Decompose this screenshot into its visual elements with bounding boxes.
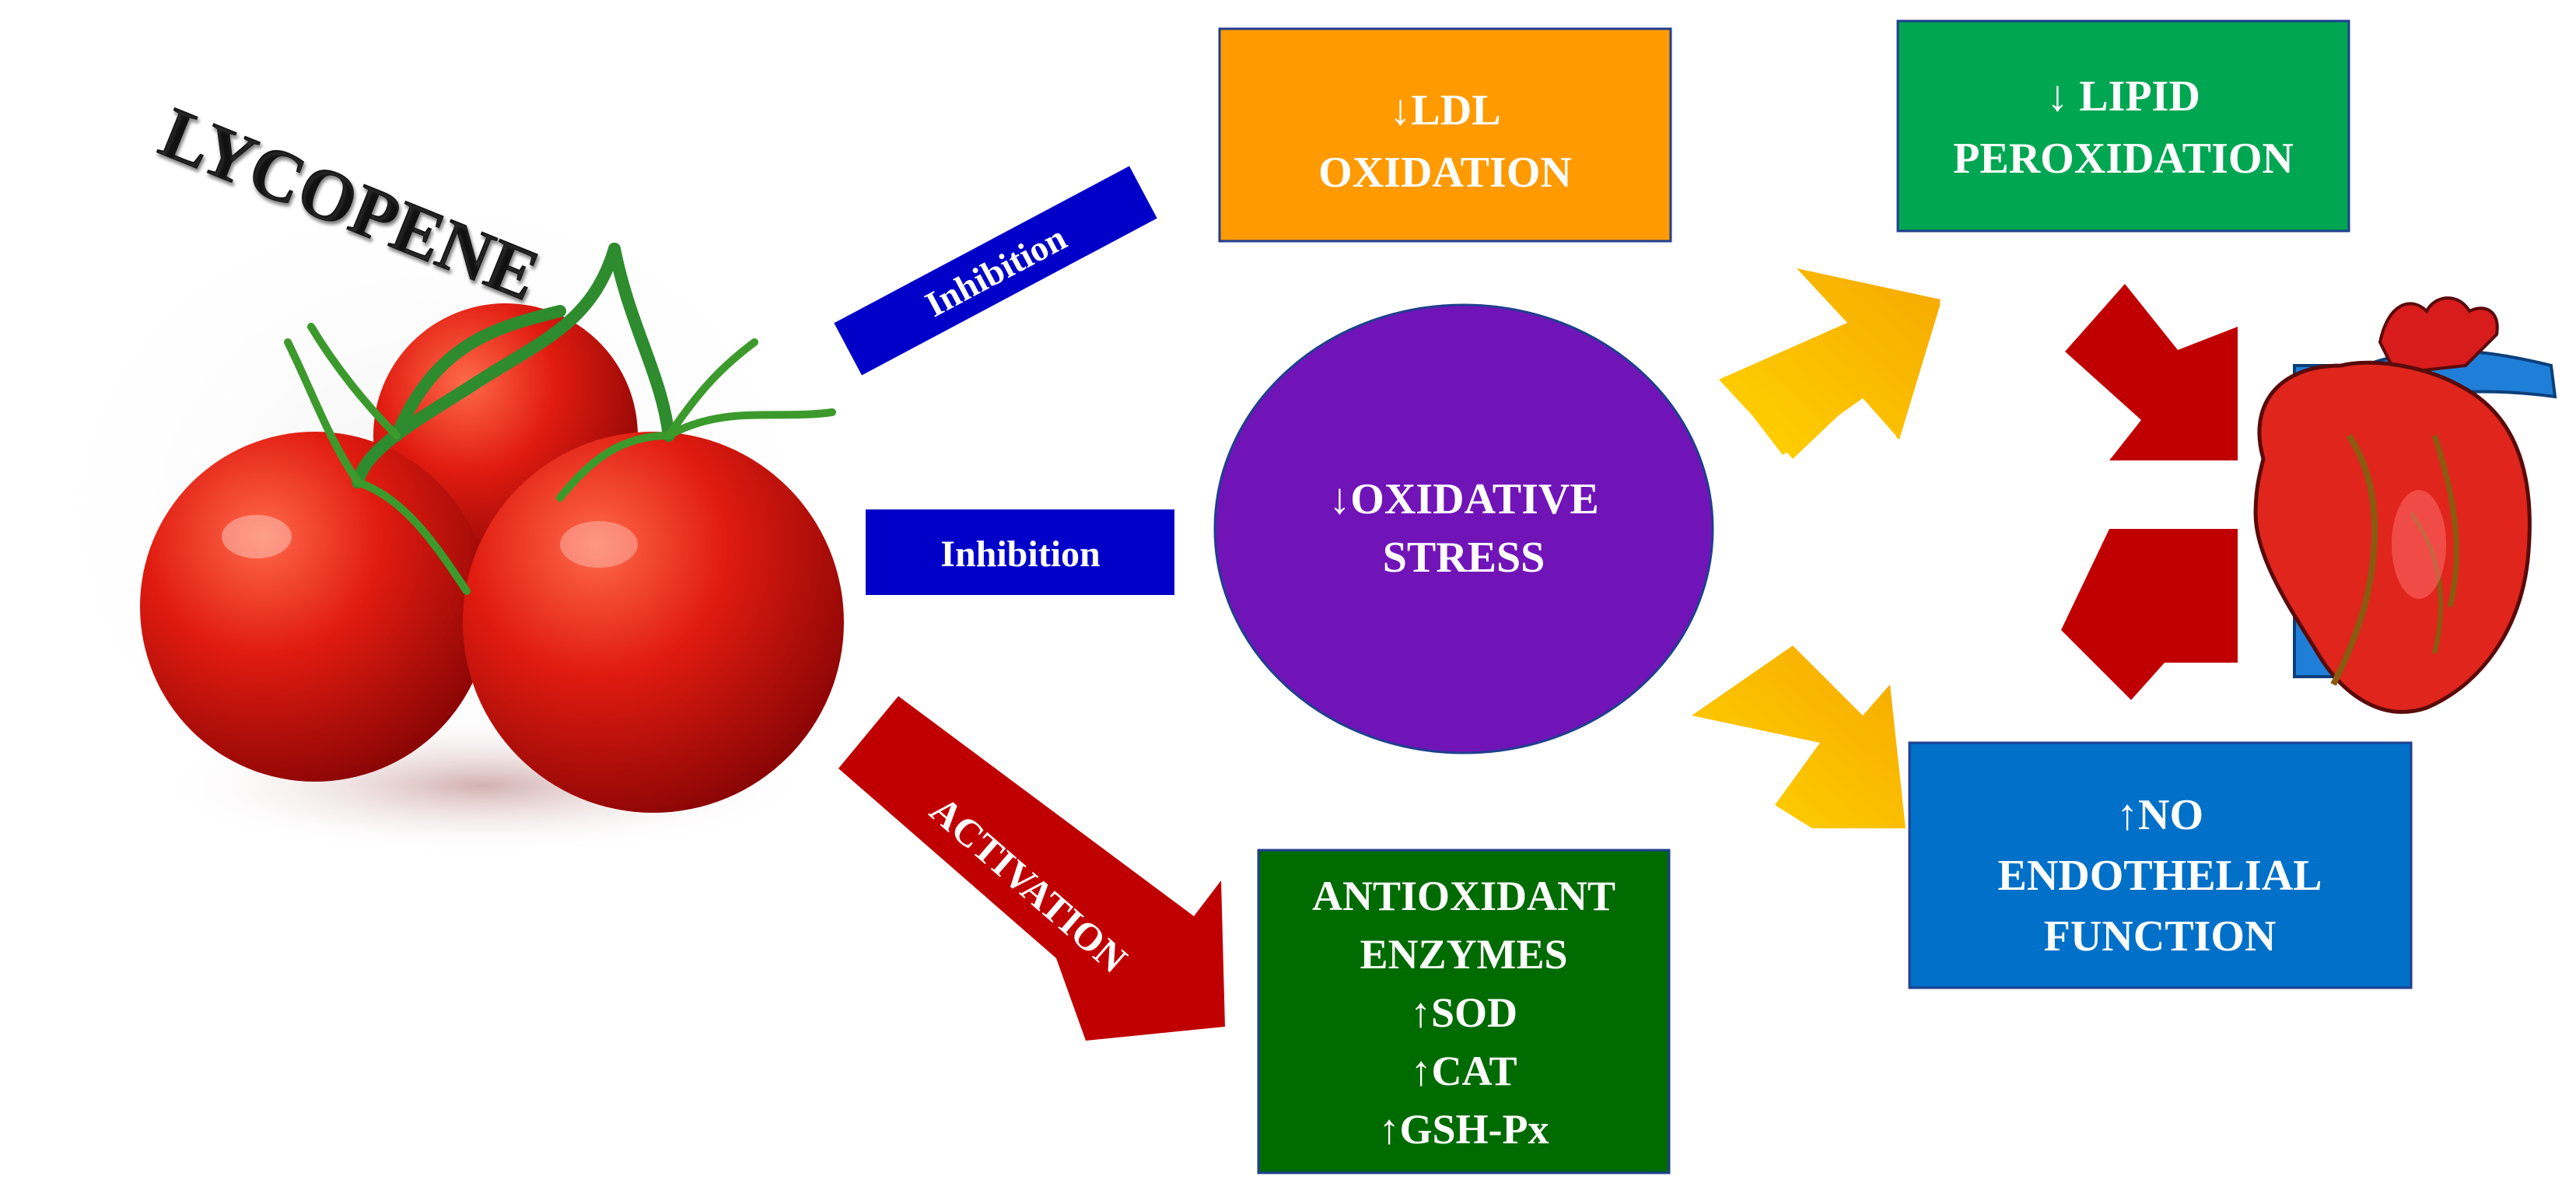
tomato-right	[463, 432, 844, 813]
yellow-arrow-down	[1692, 646, 1906, 828]
lipid-line2: PEROXIDATION	[1953, 135, 2294, 183]
enzymes-line4: ↑CAT	[1410, 1048, 1517, 1094]
stress-line1: ↓OXIDATIVE	[1328, 475, 1598, 523]
yellow-arrow-up-shape	[1719, 268, 1941, 459]
enzymes-line2: ENZYMES	[1360, 931, 1567, 978]
endothelial-line1: ↑NO	[2116, 791, 2203, 839]
lipid-line1: ↓ LIPID	[2046, 72, 2200, 121]
ldl-line1: ↓LDL	[1389, 86, 1500, 135]
inhibition-mid-arrow: Inhibition	[866, 509, 1174, 595]
tomato-image	[16, 156, 856, 871]
anatomical-heart-icon	[2253, 296, 2557, 714]
red-arrow-lower	[2061, 529, 2238, 700]
inhibition-top-arrow: Inhibition	[834, 166, 1157, 376]
antioxidant-enzymes-box: ANTIOXIDANT ENZYMES ↑SOD ↑CAT ↑GSH-Px	[1257, 849, 1671, 1174]
lipid-peroxidation-box: ↓ LIPID PEROXIDATION	[1896, 19, 2350, 233]
enzymes-line5: ↑GSH-Px	[1378, 1106, 1549, 1153]
endothelial-function-box: ↑NO ENDOTHELIAL FUNCTION	[1908, 741, 2413, 989]
endothelial-line2: ENDOTHELIAL	[1998, 852, 2322, 900]
oxidative-stress-ellipse: ↓OXIDATIVE STRESS	[1213, 303, 1714, 754]
activation-arrow: ACTIVATION	[838, 696, 1225, 1041]
tomato-left	[140, 432, 490, 782]
ldl-line2: OXIDATION	[1318, 149, 1572, 197]
enzymes-line3: ↑SOD	[1410, 989, 1517, 1036]
stress-line2: STRESS	[1383, 534, 1545, 582]
tomato-stems	[352, 243, 675, 488]
inhibition-mid-label: Inhibition	[940, 534, 1100, 575]
endothelial-line3: FUNCTION	[2044, 912, 2277, 961]
red-arrow-upper	[2065, 284, 2238, 460]
ldl-oxidation-box: ↓LDL OXIDATION	[1218, 27, 1672, 243]
enzymes-line1: ANTIOXIDANT	[1312, 873, 1615, 919]
